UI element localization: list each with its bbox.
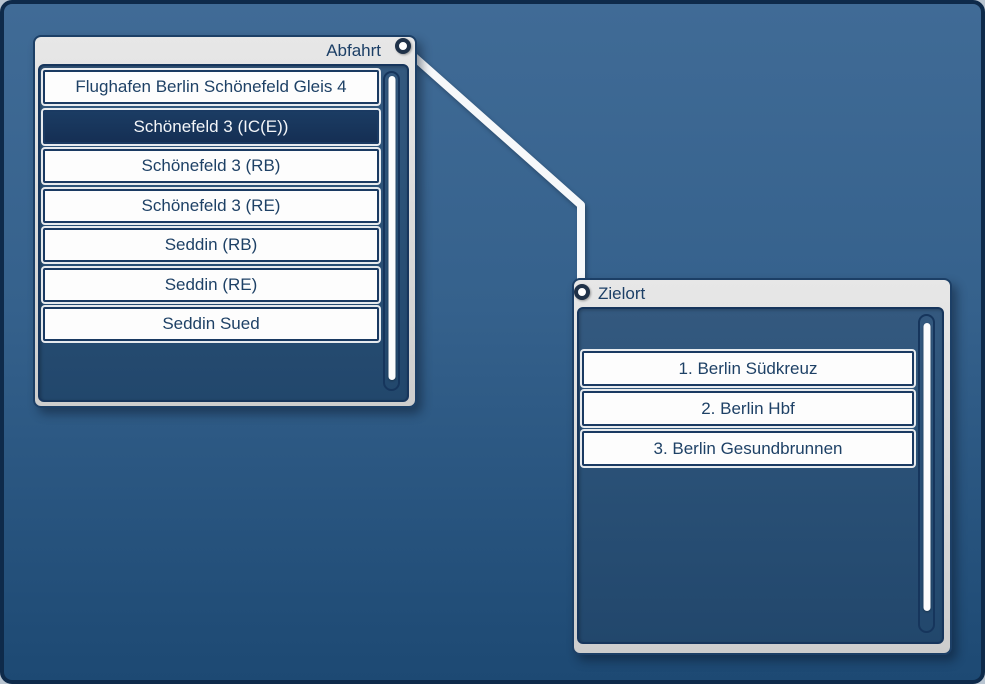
list-item[interactable]: Seddin Sued bbox=[43, 307, 379, 341]
node-abfahrt-header[interactable]: Abfahrt bbox=[35, 37, 415, 64]
zielort-destination-list: 1. Berlin Südkreuz 2. Berlin Hbf 3. Berlin… bbox=[577, 307, 944, 644]
node-zielort-title: Zielort bbox=[598, 283, 646, 303]
list-item[interactable]: Seddin (RB) bbox=[43, 228, 379, 262]
list-item[interactable]: Schönefeld 3 (RE) bbox=[43, 188, 379, 223]
abfahrt-scrollbar-track[interactable] bbox=[383, 71, 400, 391]
zielort-input-port-icon[interactable] bbox=[574, 284, 590, 300]
abfahrt-scrollbar-thumb[interactable] bbox=[388, 76, 395, 380]
zielort-list-spacer bbox=[579, 313, 942, 351]
abfahrt-output-port-icon[interactable] bbox=[395, 38, 411, 54]
list-item[interactable]: 2. Berlin Hbf bbox=[582, 391, 914, 426]
node-abfahrt: Abfahrt Flughafen Berlin Schönefeld Glei… bbox=[33, 35, 417, 408]
list-item[interactable]: Seddin (RE) bbox=[43, 267, 379, 302]
list-item[interactable]: Schönefeld 3 (RB) bbox=[43, 149, 379, 183]
abfahrt-station-list: Flughafen Berlin Schönefeld Gleis 4 Schön… bbox=[38, 64, 409, 402]
list-item[interactable]: Flughafen Berlin Schönefeld Gleis 4 bbox=[43, 70, 379, 104]
node-zielort: Zielort 1. Berlin Südkreuz 2. Berlin Hbf 3… bbox=[572, 278, 952, 655]
node-abfahrt-title: Abfahrt bbox=[326, 40, 381, 60]
list-item[interactable]: 1. Berlin Südkreuz bbox=[582, 351, 914, 386]
list-item[interactable]: Schönefeld 3 (IC(E)) bbox=[43, 109, 379, 144]
node-zielort-header[interactable]: Zielort bbox=[574, 280, 950, 307]
zielort-scrollbar-thumb[interactable] bbox=[923, 323, 930, 611]
zielort-scrollbar-track[interactable] bbox=[918, 314, 935, 633]
list-item[interactable]: 3. Berlin Gesundbrunnen bbox=[582, 431, 914, 466]
